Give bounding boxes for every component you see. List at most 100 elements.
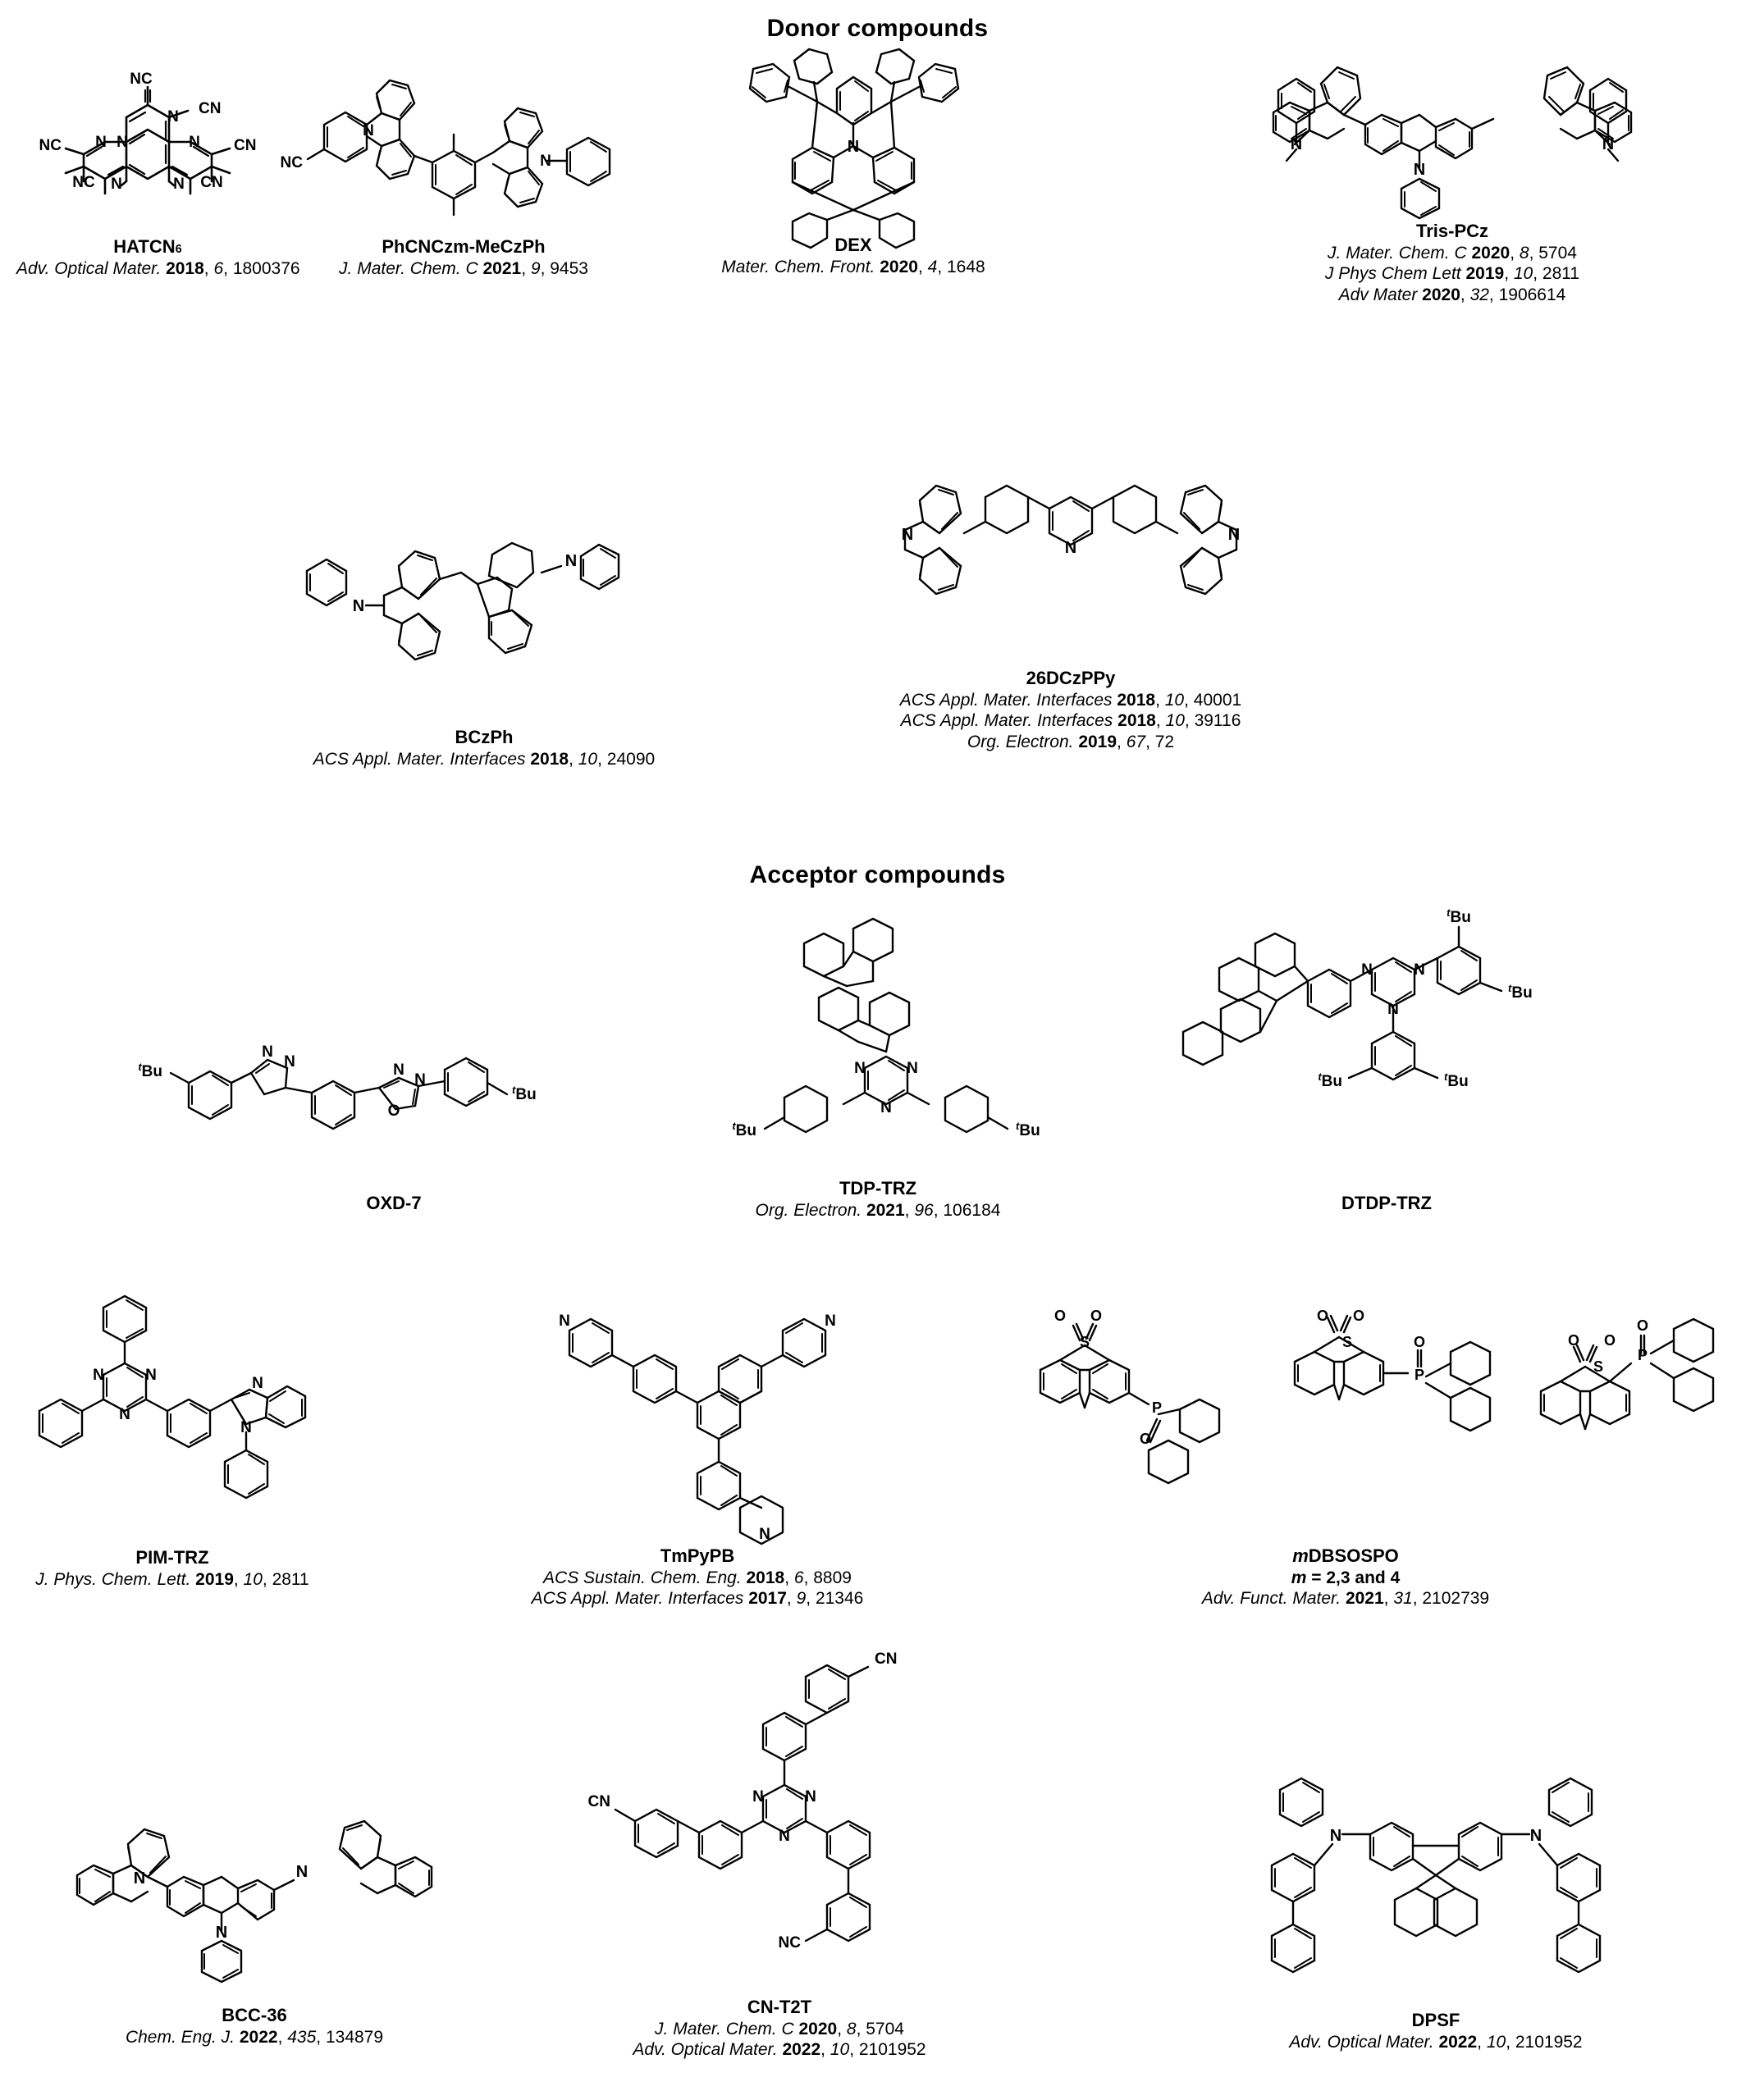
compound-pim-trz: N N N N N PIM-TRZ J. Phys. Chem. Lett. 2… <box>8 1294 336 1590</box>
atom-label-n: N <box>216 1924 227 1942</box>
atom-label-n: N <box>880 1099 892 1116</box>
reference-line: J. Phys. Chem. Lett. 2019, 10, 2811 <box>35 1569 309 1589</box>
atom-label-cn: CN <box>588 1793 610 1810</box>
atom-label-n: N <box>907 1060 918 1077</box>
atom-label-n: N <box>111 176 122 193</box>
reference-line: ACS Appl. Mater. Interfaces 2018, 10, 39… <box>900 711 1241 731</box>
structure-tmpypb: N N N <box>459 1288 935 1545</box>
atom-label-tbu: tBu <box>1447 906 1471 927</box>
atom-label-o: O <box>1054 1308 1066 1324</box>
atom-label-n: N <box>1387 1001 1399 1018</box>
atom-label-p: P <box>1415 1367 1424 1383</box>
atom-label-n: N <box>393 1061 404 1079</box>
compound-subtitle: m = 2,3 and 4 <box>1291 1568 1401 1587</box>
reference-line: Adv. Optical Mater. 2022, 10, 2101952 <box>633 2040 926 2060</box>
atom-label-tbu: tBu <box>732 1120 756 1140</box>
atom-label-o: O <box>1140 1431 1151 1447</box>
compound-name: mDBSOSPO <box>1292 1545 1399 1566</box>
compound-name-subscript: 6 <box>175 243 182 256</box>
atom-label-n: N <box>805 1788 816 1806</box>
atom-label-cn: CN <box>200 174 222 191</box>
compound-bczph: N N BCzPh ACS Appl. Mater. Interfaces 20… <box>254 509 714 769</box>
atom-label-n: N <box>240 1419 252 1436</box>
structure-dtdp-trz: N N N tBu tBu tBu tBu <box>1132 906 1641 1173</box>
atom-label-o: O <box>1568 1332 1579 1349</box>
structure-dpsf: N N <box>1124 1755 1748 2002</box>
atom-label-n: N <box>414 1071 426 1089</box>
structure-cn-t2t: N N N CN CN NC <box>517 1649 1042 1993</box>
compound-dex: N DEX Mater. Chem. Front. 2020, 4, 1648 <box>681 48 1026 277</box>
reference-line: J. Mater. Chem. C 2020, 8, 5704 <box>1328 243 1577 262</box>
atom-label-n: N <box>95 134 107 151</box>
atom-label-n: N <box>252 1375 263 1392</box>
structure-phcnczm-meczph: NC N N <box>275 66 652 230</box>
caption-oxd-7: OXD-7 <box>123 1193 665 1215</box>
atom-label-p: P <box>1638 1347 1648 1363</box>
compound-tris-pcz: N N N <box>1165 0 1739 306</box>
structure-oxd-7: tBu N N N N O tBu <box>123 1025 665 1173</box>
atom-label-s: S <box>1080 1334 1090 1350</box>
atom-label-n: N <box>540 153 551 170</box>
atom-label-tbu: tBu <box>1444 1071 1469 1091</box>
compound-name: BCzPh <box>455 727 514 747</box>
reference-line: ACS Appl. Mater. Interfaces 2018, 10, 40… <box>899 690 1242 710</box>
atom-label-tbu: tBu <box>138 1061 162 1081</box>
compound-tdp-trz: N N N tBu tBu TDP-TRZ Org. Electron. 202… <box>648 911 1108 1221</box>
compound-name: CN-T2T <box>747 1997 812 2017</box>
caption-mdbsospo: mDBSOSPO m = 2,3 and 4 Adv. Funct. Mater… <box>935 1545 1755 1609</box>
reference-line: Adv. Funct. Mater. 2021, 31, 2102739 <box>1201 1589 1490 1609</box>
compound-mdbsospo: O O S P O O O S P O O O S P O mDBSOSPO m… <box>935 1308 1755 1609</box>
atom-label-n: N <box>189 134 200 151</box>
compound-tmpypb: N N N TmPyPB ACS Sustain. Chem. Eng. 201… <box>459 1288 935 1609</box>
atom-label-n: N <box>825 1312 836 1330</box>
compound-name: Tris-PCz <box>1415 221 1489 241</box>
reference-line: Chem. Eng. J. 2022, 435, 134879 <box>125 2027 384 2047</box>
compound-name: HATCN6 <box>113 236 182 257</box>
atom-label-n: N <box>363 122 374 139</box>
atom-label-nc: NC <box>281 154 304 171</box>
reference-line: ACS Appl. Mater. Interfaces 2018, 10, 24… <box>313 749 656 769</box>
atom-label-n: N <box>1330 1827 1341 1845</box>
section-title-acceptor: Acceptor compounds <box>749 861 1006 888</box>
atom-label-o: O <box>1637 1317 1648 1334</box>
caption-dex: DEX Mater. Chem. Front. 2020, 4, 1648 <box>681 235 1026 277</box>
atom-label-n: N <box>134 1869 145 1888</box>
atom-label-nc: NC <box>72 174 95 191</box>
compound-name: DEX <box>834 235 872 255</box>
atom-label-cn: CN <box>199 100 221 117</box>
caption-pim-trz: PIM-TRZ J. Phys. Chem. Lett. 2019, 10, 2… <box>8 1547 336 1590</box>
atom-label-p: P <box>1152 1399 1162 1416</box>
compound-name: PhCNCzm-MeCzPh <box>382 236 546 257</box>
atom-label-n: N <box>145 1367 157 1384</box>
compound-bcc-36: N N N BCC-36 Chem. Eng. J. 2022, 435, 13… <box>25 1747 484 2048</box>
atom-label-n: N <box>284 1053 295 1071</box>
atom-label-nc: NC <box>130 71 153 88</box>
compound-name-italic-prefix: m <box>1292 1545 1309 1566</box>
structure-bczph: N N <box>254 509 714 722</box>
atom-label-o: O <box>1353 1308 1364 1324</box>
atom-label-n: N <box>173 176 185 193</box>
atom-label-cn: CN <box>875 1650 897 1668</box>
caption-dtdp-trz: DTDP-TRZ <box>1132 1193 1641 1215</box>
atom-label-n: N <box>1361 961 1373 979</box>
structure-tris-pcz: N N N <box>1165 0 1739 220</box>
structure-hatcn6: NC N N CN N N NC CN NC CN N N <box>16 66 279 230</box>
compound-phcnczm-meczph: NC N N PhCNCzm-MeCzPh J. Mater. Chem. C … <box>275 66 652 279</box>
atom-label-s: S <box>1342 1334 1352 1350</box>
compound-hatcn6: NC N N CN N N NC CN NC CN N N <box>16 66 300 279</box>
reference-line: ACS Sustain. Chem. Eng. 2018, 6, 8809 <box>543 1568 852 1587</box>
atom-label-tbu: tBu <box>1318 1071 1342 1091</box>
atom-label-n: N <box>752 1788 764 1806</box>
atom-label-n: N <box>759 1526 770 1543</box>
compound-name: 26DCzPPy <box>1026 668 1116 688</box>
caption-cn-t2t: CN-T2T J. Mater. Chem. C 2020, 8, 5704 A… <box>517 1997 1042 2061</box>
compound-26dczppy: N N N 26DCzPPy ACS Appl. Mater. Interfac… <box>792 476 1350 753</box>
atom-label-n: N <box>854 1060 866 1077</box>
atom-label-n: N <box>353 597 364 615</box>
reference-line: ACS Appl. Mater. Interfaces 2017, 9, 213… <box>531 1589 864 1609</box>
atom-label-n: N <box>1065 539 1076 557</box>
atom-label-s: S <box>1593 1358 1603 1375</box>
compound-name: TDP-TRZ <box>839 1178 917 1198</box>
atom-label-n: N <box>1414 961 1425 979</box>
atom-label-nc: NC <box>39 137 62 154</box>
